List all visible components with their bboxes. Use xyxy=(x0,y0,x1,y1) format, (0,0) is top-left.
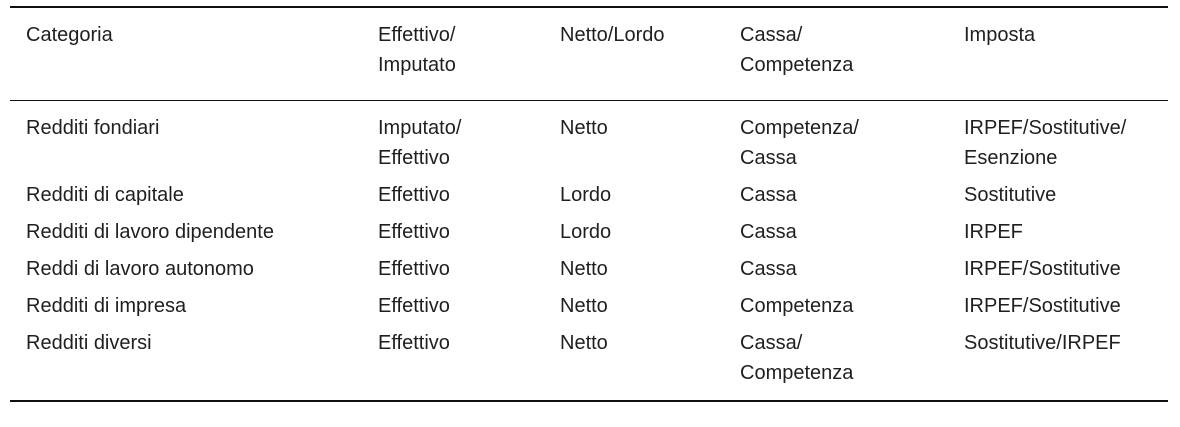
table-cell: Cassa xyxy=(724,180,948,217)
table-cell: Netto xyxy=(544,254,724,291)
cell-text: Effettivo xyxy=(378,295,450,317)
table-cell: Netto xyxy=(544,328,724,401)
cell-text: IRPEF xyxy=(964,221,1023,243)
table-cell: Cassa/ Competenza xyxy=(724,328,948,401)
table-header: Categoria Effettivo/ Imputato Netto/Lord… xyxy=(10,7,1168,101)
cell-text: Netto xyxy=(560,332,608,354)
table-cell: Cassa xyxy=(724,217,948,254)
cell-text: Redditi fondiari xyxy=(26,117,160,139)
table-row: Redditi di lavoro dipendente Effettivo L… xyxy=(10,217,1168,254)
table-cell: IRPEF/Sostitutive xyxy=(948,291,1168,328)
cell-text: Effettivo xyxy=(378,184,450,206)
cell-text: Sostitutive/IRPEF xyxy=(964,332,1121,354)
table-cell: Redditi diversi xyxy=(10,328,362,401)
cell-text: Cassa xyxy=(740,184,797,206)
table-cell: Effettivo xyxy=(362,328,544,401)
table-row: Redditi di impresa Effettivo Netto Compe… xyxy=(10,291,1168,328)
header-categoria: Categoria xyxy=(10,7,362,101)
header-cassa-competenza: Cassa/ Competenza xyxy=(724,7,948,101)
table-body: Redditi fondiari Imputato/ Effettivo Net… xyxy=(10,101,1168,401)
cell-text: Cassa/ Competenza xyxy=(740,332,854,384)
table-cell: Reddi di lavoro autonomo xyxy=(10,254,362,291)
cell-text: Sostitutive xyxy=(964,184,1057,206)
cell-text: Redditi di capitale xyxy=(26,184,184,206)
cell-text: Effettivo xyxy=(378,221,450,243)
header-effettivo-imputato: Effettivo/ Imputato xyxy=(362,7,544,101)
header-label: Netto/Lordo xyxy=(560,24,665,46)
table-cell: Redditi di capitale xyxy=(10,180,362,217)
header-label: Cassa/ Competenza xyxy=(740,24,854,76)
income-categories-table-container: Categoria Effettivo/ Imputato Netto/Lord… xyxy=(10,6,1168,402)
table-row: Redditi di capitale Effettivo Lordo Cass… xyxy=(10,180,1168,217)
table-cell: Sostitutive/IRPEF xyxy=(948,328,1168,401)
table-cell: Imputato/ Effettivo xyxy=(362,101,544,181)
table-cell: Netto xyxy=(544,291,724,328)
table-row: Redditi diversi Effettivo Netto Cassa/ C… xyxy=(10,328,1168,401)
cell-text: Netto xyxy=(560,258,608,280)
table-cell: Competenza/ Cassa xyxy=(724,101,948,181)
cell-text: Cassa xyxy=(740,258,797,280)
cell-text: IRPEF/Sostitutive xyxy=(964,258,1121,280)
table-cell: Effettivo xyxy=(362,291,544,328)
table-cell: Lordo xyxy=(544,217,724,254)
cell-text: Netto xyxy=(560,117,608,139)
table-cell: Cassa xyxy=(724,254,948,291)
table-row: Redditi fondiari Imputato/ Effettivo Net… xyxy=(10,101,1168,181)
table-row: Reddi di lavoro autonomo Effettivo Netto… xyxy=(10,254,1168,291)
cell-text: Redditi diversi xyxy=(26,332,152,354)
cell-text: Cassa xyxy=(740,221,797,243)
cell-text: Reddi di lavoro autonomo xyxy=(26,258,254,280)
cell-text: Competenza xyxy=(740,295,854,317)
cell-text: IRPEF/Sostitutive xyxy=(964,295,1121,317)
cell-text: Redditi di impresa xyxy=(26,295,187,317)
cell-text: Lordo xyxy=(560,221,612,243)
table-cell: Competenza xyxy=(724,291,948,328)
table-cell: Redditi di impresa xyxy=(10,291,362,328)
header-imposta: Imposta xyxy=(948,7,1168,101)
table-cell: Effettivo xyxy=(362,254,544,291)
table-cell: IRPEF/Sostitutive/ Esenzione xyxy=(948,101,1168,181)
table-cell: Redditi fondiari xyxy=(10,101,362,181)
table-cell: Sostitutive xyxy=(948,180,1168,217)
cell-text: Effettivo xyxy=(378,258,450,280)
header-label: Imposta xyxy=(964,24,1036,46)
header-netto-lordo: Netto/Lordo xyxy=(544,7,724,101)
table-cell: Effettivo xyxy=(362,180,544,217)
table-cell: Netto xyxy=(544,101,724,181)
header-row: Categoria Effettivo/ Imputato Netto/Lord… xyxy=(10,7,1168,101)
cell-text: Redditi di lavoro dipendente xyxy=(26,221,274,243)
cell-text: Competenza/ Cassa xyxy=(740,117,859,169)
cell-text: IRPEF/Sostitutive/ Esenzione xyxy=(964,117,1127,169)
table-cell: Lordo xyxy=(544,180,724,217)
header-label: Effettivo/ Imputato xyxy=(378,24,456,76)
table-cell: Effettivo xyxy=(362,217,544,254)
table-cell: Redditi di lavoro dipendente xyxy=(10,217,362,254)
income-categories-table: Categoria Effettivo/ Imputato Netto/Lord… xyxy=(10,6,1168,402)
table-cell: IRPEF/Sostitutive xyxy=(948,254,1168,291)
cell-text: Lordo xyxy=(560,184,612,206)
cell-text: Netto xyxy=(560,295,608,317)
cell-text: Imputato/ Effettivo xyxy=(378,117,462,169)
cell-text: Effettivo xyxy=(378,332,450,354)
header-label: Categoria xyxy=(26,24,113,46)
table-cell: IRPEF xyxy=(948,217,1168,254)
